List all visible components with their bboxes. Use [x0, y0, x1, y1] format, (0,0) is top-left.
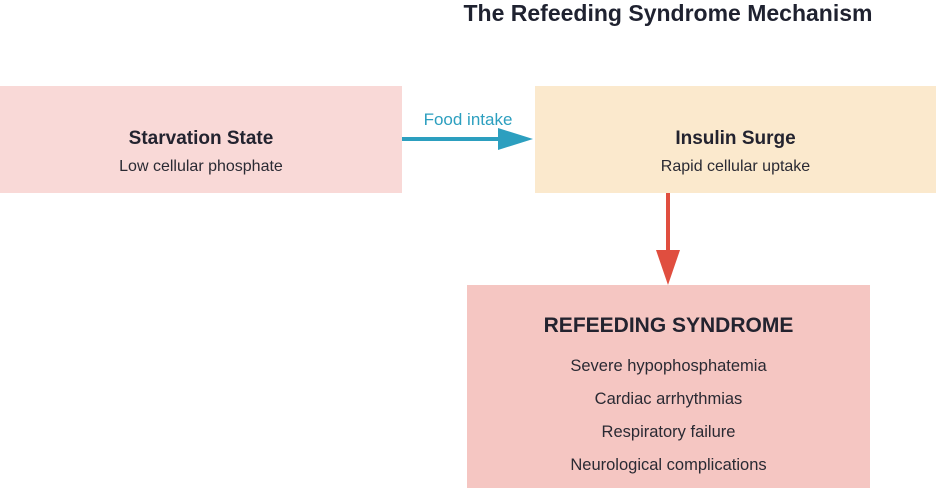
diagram-title: The Refeeding Syndrome Mechanism [463, 0, 873, 26]
syndrome-arrow [656, 193, 680, 285]
outcome-item: Severe hypophosphatemia [570, 357, 767, 375]
outcome-item: Neurological complications [570, 456, 767, 474]
refeeding-syndrome-heading: REFEEDING SYNDROME [543, 314, 794, 337]
outcome-list: Severe hypophosphatemia Cardiac arrhythm… [467, 355, 870, 487]
insulin-surge-box: Insulin Surge Rapid cellular uptake [535, 86, 936, 193]
starvation-state-detail: Low cellular phosphate [119, 158, 283, 175]
outcome-item: Cardiac arrhythmias [594, 390, 743, 408]
starvation-state-heading: Starvation State [128, 128, 274, 149]
food-intake-arrowhead [498, 128, 533, 150]
syndrome-arrowhead [656, 250, 680, 285]
insulin-surge-heading: Insulin Surge [675, 128, 796, 149]
food-intake-arrow [402, 128, 533, 150]
outcome-item: Respiratory failure [601, 423, 736, 441]
insulin-surge-detail: Rapid cellular uptake [660, 158, 811, 175]
refeeding-syndrome-box: REFEEDING SYNDROME Severe hypophosphatem… [467, 285, 870, 488]
food-intake-label: Food intake [423, 110, 513, 129]
starvation-state-box: Starvation State Low cellular phosphate [0, 86, 402, 193]
